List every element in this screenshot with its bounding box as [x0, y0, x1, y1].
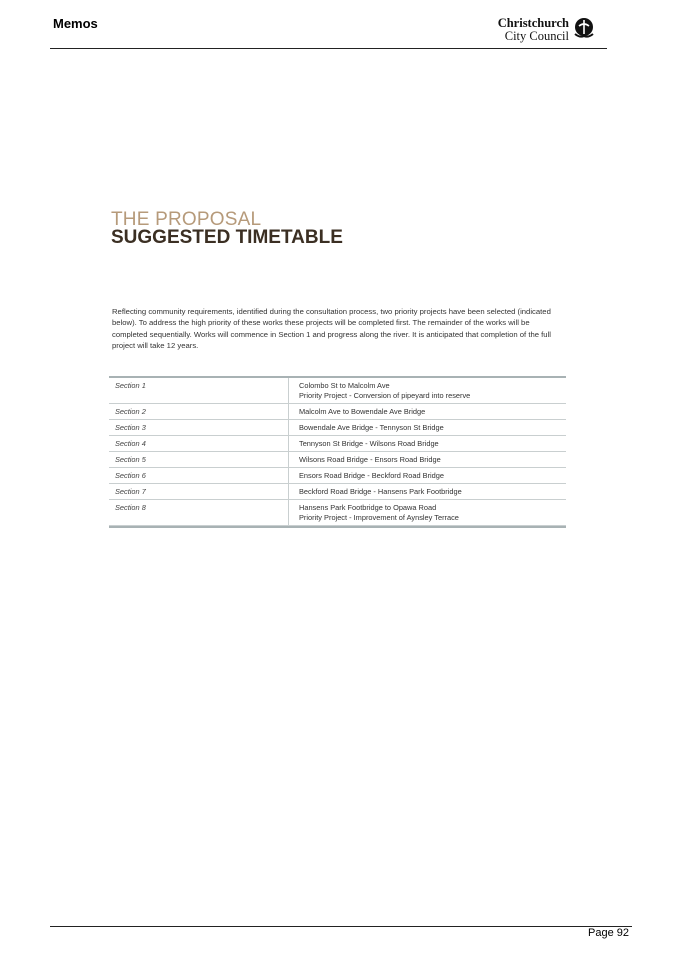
table-row: Section 3 Bowendale Ave Bridge - Tennyso… — [109, 420, 566, 436]
council-emblem-icon — [574, 18, 594, 38]
description-cell: Hansens Park Footbridge to Opawa Road Pr… — [289, 500, 566, 525]
description-cell: Bowendale Ave Bridge - Tennyson St Bridg… — [299, 423, 444, 432]
description-cell: Tennyson St Bridge - Wilsons Road Bridge — [299, 439, 439, 448]
logo-line-2: City Council — [504, 29, 569, 43]
priority-line: Priority Project - Improvement of Aynsle… — [299, 513, 459, 522]
section-cell: Section 4 — [109, 436, 289, 451]
priority-line: Priority Project - Conversion of pipeyar… — [299, 391, 471, 400]
table-row: Section 5 Wilsons Road Bridge - Ensors R… — [109, 452, 566, 468]
page-number: Page 92 — [588, 927, 629, 939]
header-title: Memos — [53, 16, 98, 31]
footer-rule — [50, 926, 632, 927]
description-cell: Wilsons Road Bridge - Ensors Road Bridge — [299, 455, 441, 464]
description-line: Colombo St to Malcolm Ave — [299, 381, 390, 390]
section-kicker: THE PROPOSAL — [111, 209, 262, 230]
description-cell: Colombo St to Malcolm Ave Priority Proje… — [289, 378, 566, 403]
section-cell: Section 2 — [109, 404, 289, 419]
table-row: Section 2 Malcolm Ave to Bowendale Ave B… — [109, 404, 566, 420]
section-cell: Section 7 — [109, 484, 289, 499]
section-cell: Section 6 — [109, 468, 289, 483]
table-row: Section 4 Tennyson St Bridge - Wilsons R… — [109, 436, 566, 452]
section-cell: Section 5 — [109, 452, 289, 467]
timetable-table: Section 1 Colombo St to Malcolm Ave Prio… — [109, 376, 566, 528]
council-logo: Christchurch City Council — [498, 17, 595, 43]
description-cell: Malcolm Ave to Bowendale Ave Bridge — [299, 407, 426, 416]
table-row: Section 7 Beckford Road Bridge - Hansens… — [109, 484, 566, 500]
header-rule — [50, 48, 607, 49]
table-row: Section 6 Ensors Road Bridge - Beckford … — [109, 468, 566, 484]
section-cell: Section 8 — [109, 500, 289, 525]
logo-line-1: Christchurch — [497, 16, 569, 30]
table-row: Section 1 Colombo St to Malcolm Ave Prio… — [109, 378, 566, 404]
description-line: Hansens Park Footbridge to Opawa Road — [299, 503, 437, 512]
intro-paragraph: Reflecting community requirements, ident… — [112, 307, 551, 350]
description-cell: Beckford Road Bridge - Hansens Park Foot… — [299, 487, 462, 496]
section-heading: SUGGESTED TIMETABLE — [111, 227, 343, 248]
description-cell: Ensors Road Bridge - Beckford Road Bridg… — [299, 471, 445, 480]
section-cell: Section 1 — [109, 378, 289, 403]
section-cell: Section 3 — [109, 420, 289, 435]
table-row: Section 8 Hansens Park Footbridge to Opa… — [109, 500, 566, 526]
